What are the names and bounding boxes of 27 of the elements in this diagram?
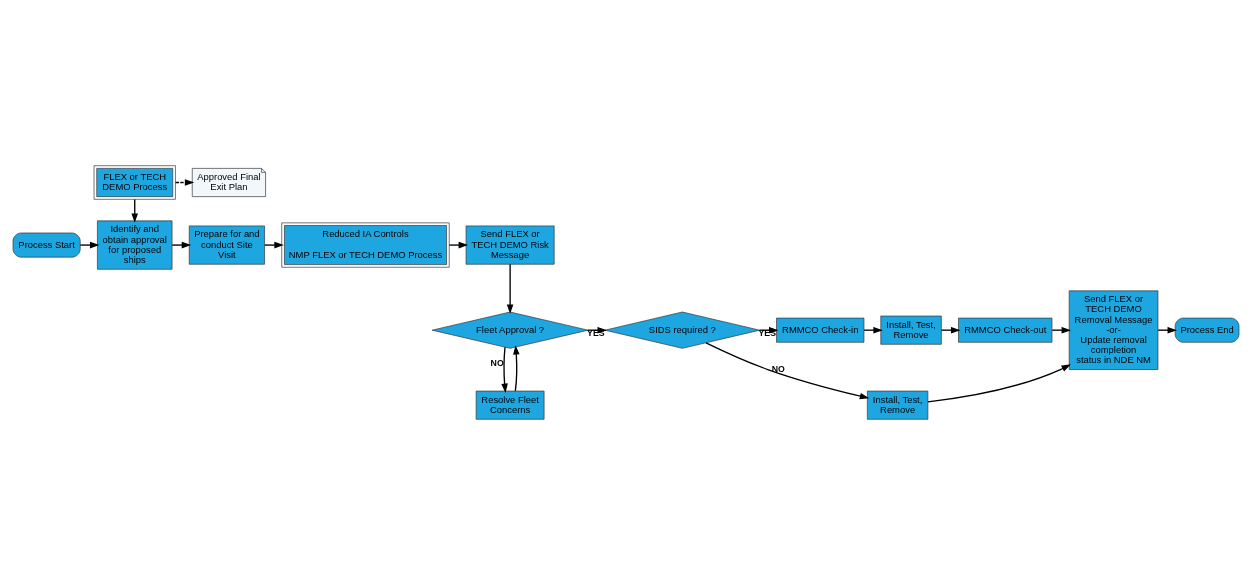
arrow <box>863 326 883 333</box>
arrow <box>264 241 284 248</box>
node-box: Install, Test, Remove <box>880 315 942 345</box>
arrow <box>705 341 870 399</box>
node-box: RMMCO Check-in <box>776 317 865 343</box>
arrow <box>927 363 1071 402</box>
edge-label: NO <box>490 357 504 368</box>
node-box: Prepare for and conduct Site Visit <box>188 225 265 265</box>
node-box: Resolve Fleet Concerns <box>475 390 545 420</box>
node-box: RMMCO Check-out <box>958 317 1053 343</box>
arrow <box>1051 326 1072 333</box>
node-box: Identify and obtain approval for proposed ships <box>97 220 173 270</box>
arrow <box>501 346 508 393</box>
node-box: Send FLEX or TECH DEMO Risk Message <box>465 225 555 265</box>
arrow <box>940 326 961 333</box>
edge-label: NO <box>771 363 785 374</box>
arrow <box>513 344 520 392</box>
node-box: Process Start <box>12 232 81 257</box>
node-box: Send FLEX or TECH DEMO Removal Message -or- Update removal completion status in NDE NM <box>1068 290 1159 370</box>
arrow <box>79 241 100 248</box>
node-box: Install, Test, Remove <box>867 390 929 420</box>
arrow <box>506 263 514 314</box>
arrow <box>171 241 192 248</box>
arrow <box>174 178 195 186</box>
arrow <box>1157 326 1177 333</box>
node-box: Process End <box>1174 317 1240 343</box>
arrow <box>448 241 469 248</box>
